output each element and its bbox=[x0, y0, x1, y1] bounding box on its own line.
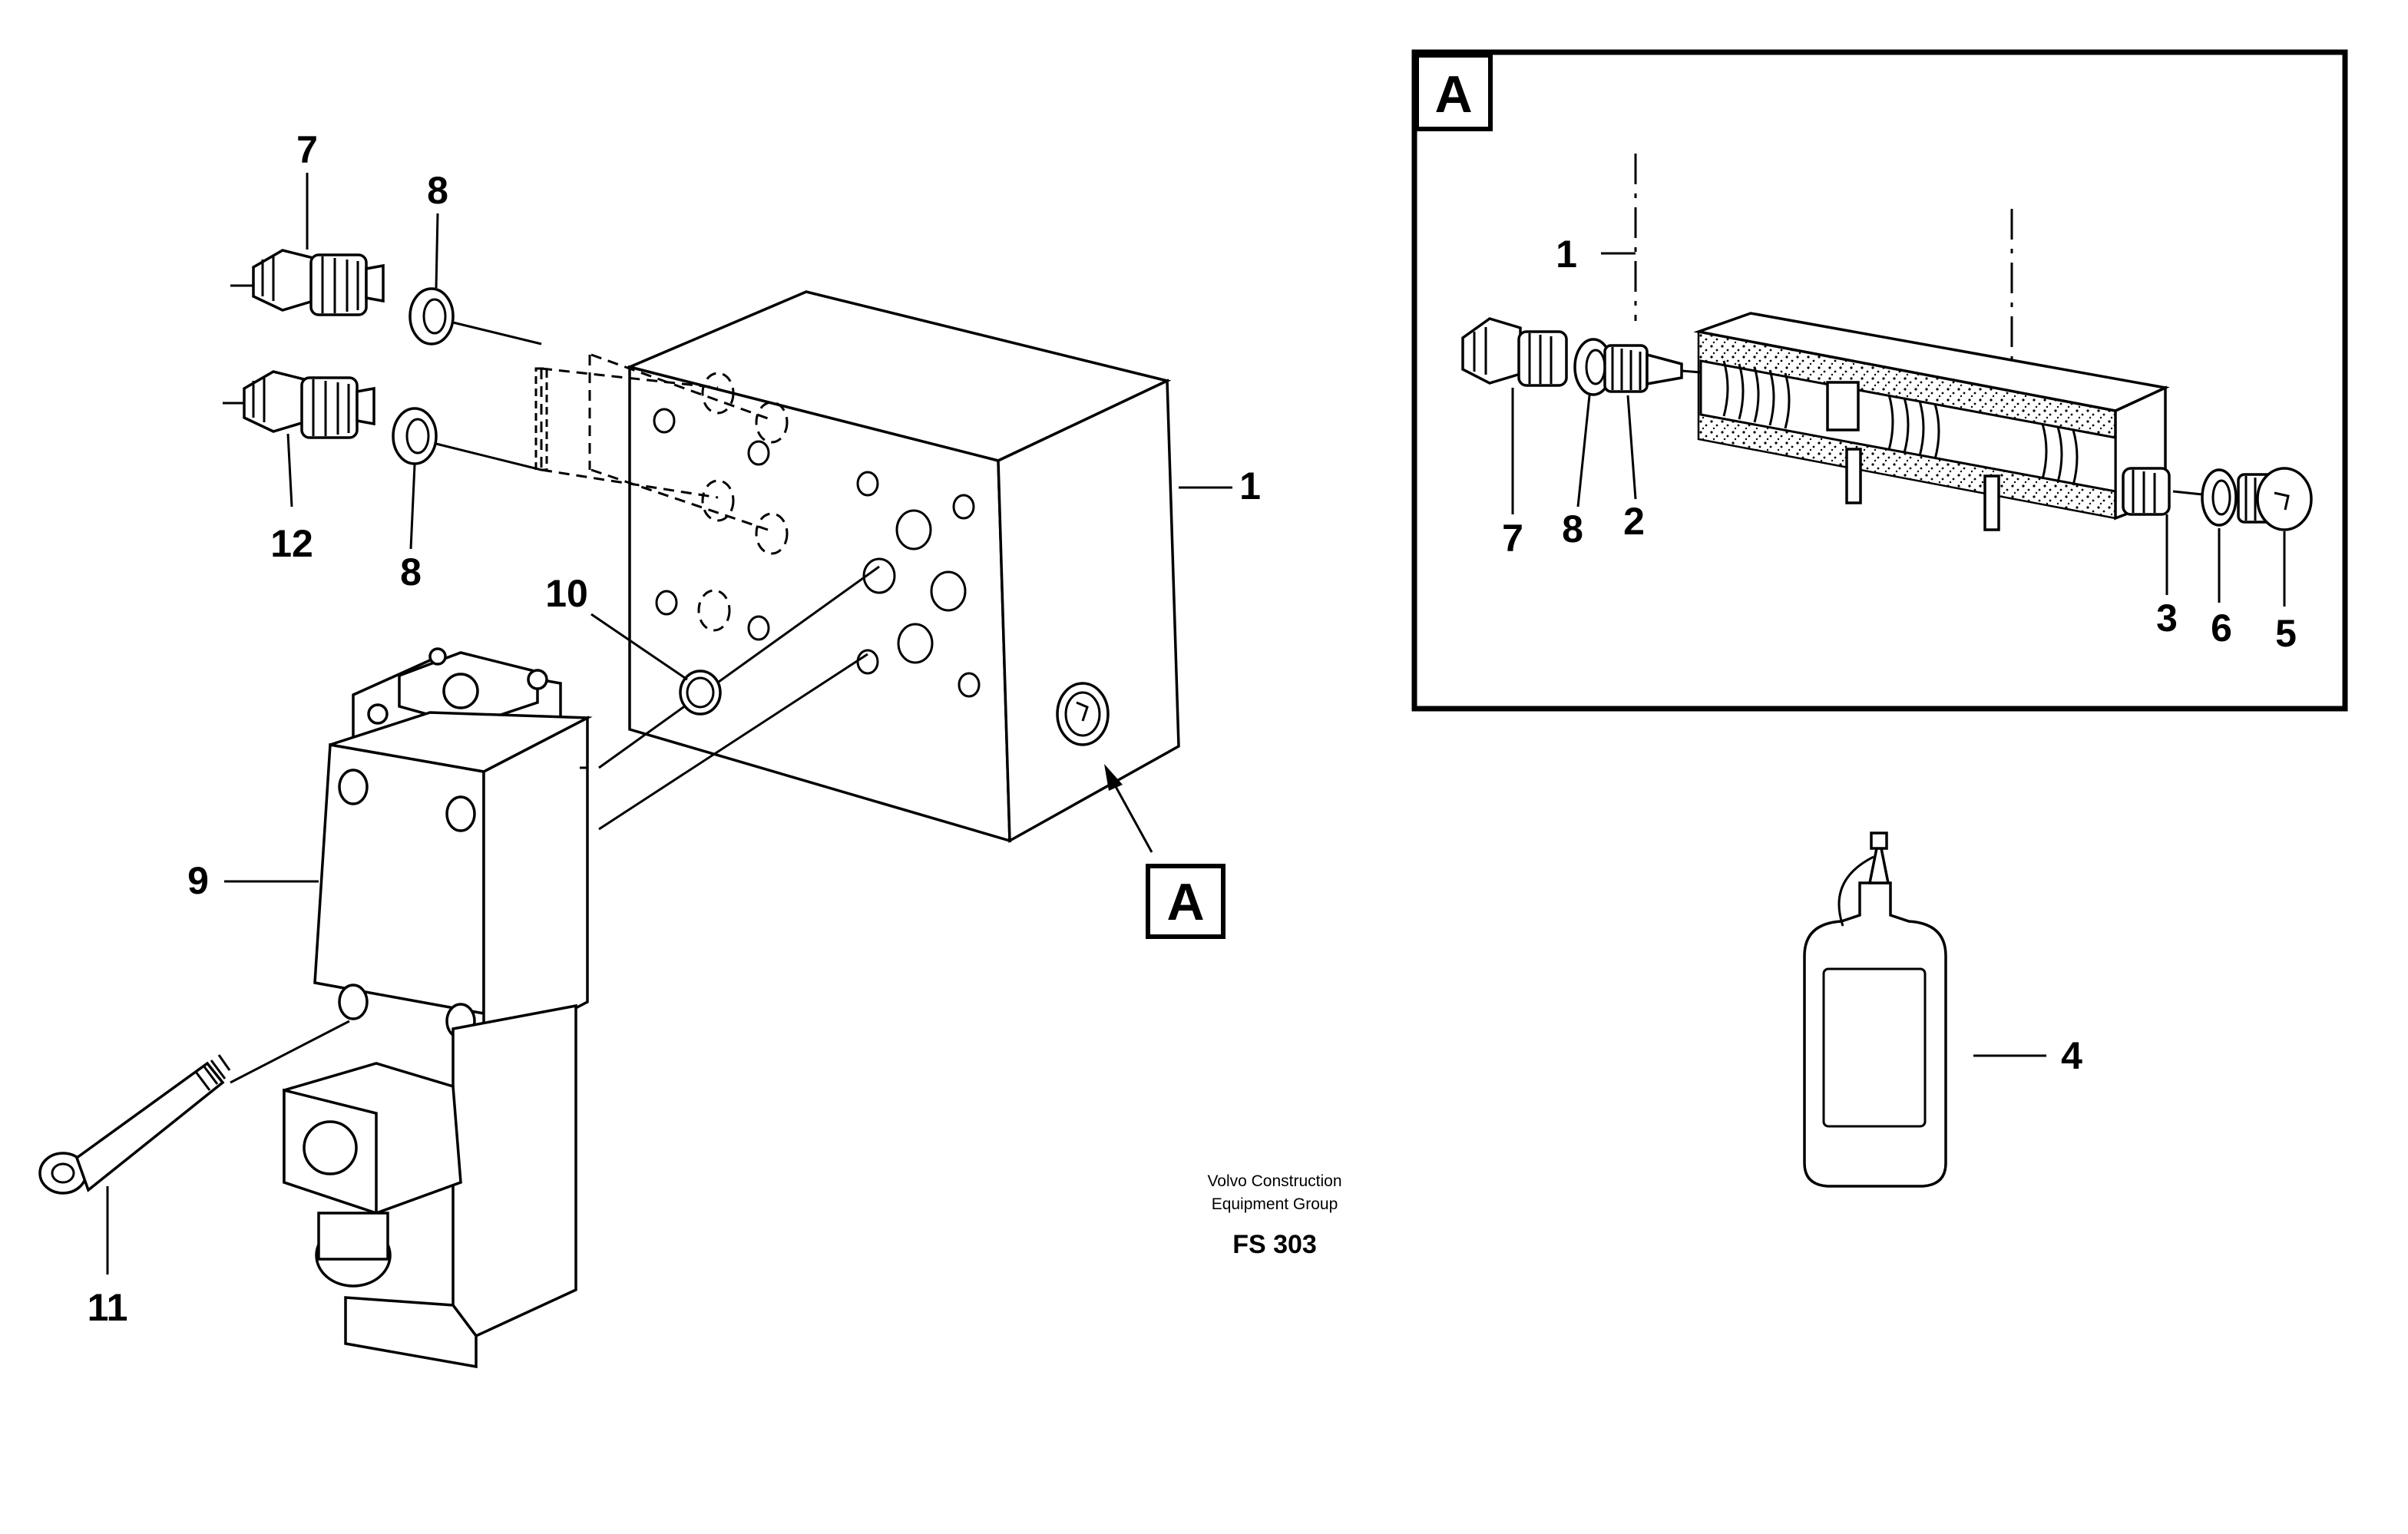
callout-1: 1 bbox=[1239, 464, 1261, 507]
detail-callout-7: 7 bbox=[1502, 517, 1523, 560]
detail-callout-2: 2 bbox=[1623, 500, 1645, 543]
detail-reference-marker: A bbox=[1146, 864, 1226, 939]
caption-line-1: Volvo Construction bbox=[1207, 1172, 1341, 1190]
screw-11 bbox=[38, 1054, 231, 1195]
callout-8-top: 8 bbox=[427, 169, 448, 212]
detail-a-panel: A bbox=[1411, 49, 2348, 712]
publisher-caption: Volvo Construction Equipment Group FS 30… bbox=[1207, 1172, 1341, 1259]
callout-7: 7 bbox=[296, 128, 318, 171]
caption-line-2: Equipment Group bbox=[1212, 1195, 1338, 1213]
hidden-passages bbox=[534, 353, 769, 531]
fitting-7 bbox=[252, 249, 385, 316]
side-port-plug bbox=[1056, 682, 1110, 746]
callout-8-bottom: 8 bbox=[400, 550, 422, 593]
detail-callout-1: 1 bbox=[1556, 233, 1577, 276]
solenoid-valve-9 bbox=[283, 647, 593, 1369]
o-ring-10 bbox=[679, 669, 722, 716]
valve-block bbox=[534, 290, 1180, 843]
callout-12: 12 bbox=[270, 522, 313, 565]
main-leaders bbox=[106, 173, 1232, 1274]
fitting-12 bbox=[243, 370, 375, 439]
detail-title: A bbox=[1434, 65, 1472, 124]
assembly-lines bbox=[223, 284, 880, 1084]
detail-callout-3: 3 bbox=[2156, 597, 2178, 640]
figure-code: FS 303 bbox=[1232, 1230, 1317, 1259]
detail-ref-label: A bbox=[1166, 873, 1204, 931]
callout-9: 9 bbox=[187, 859, 209, 902]
callout-4: 4 bbox=[2061, 1034, 2082, 1077]
detail-callout-5: 5 bbox=[2275, 612, 2297, 655]
detail-callout-8: 8 bbox=[1562, 507, 1583, 550]
washer-8-top bbox=[408, 287, 455, 345]
washer-8-bottom bbox=[392, 407, 438, 465]
port-holes bbox=[653, 372, 981, 698]
detail-callout-6: 6 bbox=[2211, 607, 2232, 650]
adhesive-bottle-4: 4 bbox=[1803, 831, 2082, 1188]
callout-11: 11 bbox=[88, 1286, 128, 1329]
callout-10: 10 bbox=[545, 572, 588, 615]
